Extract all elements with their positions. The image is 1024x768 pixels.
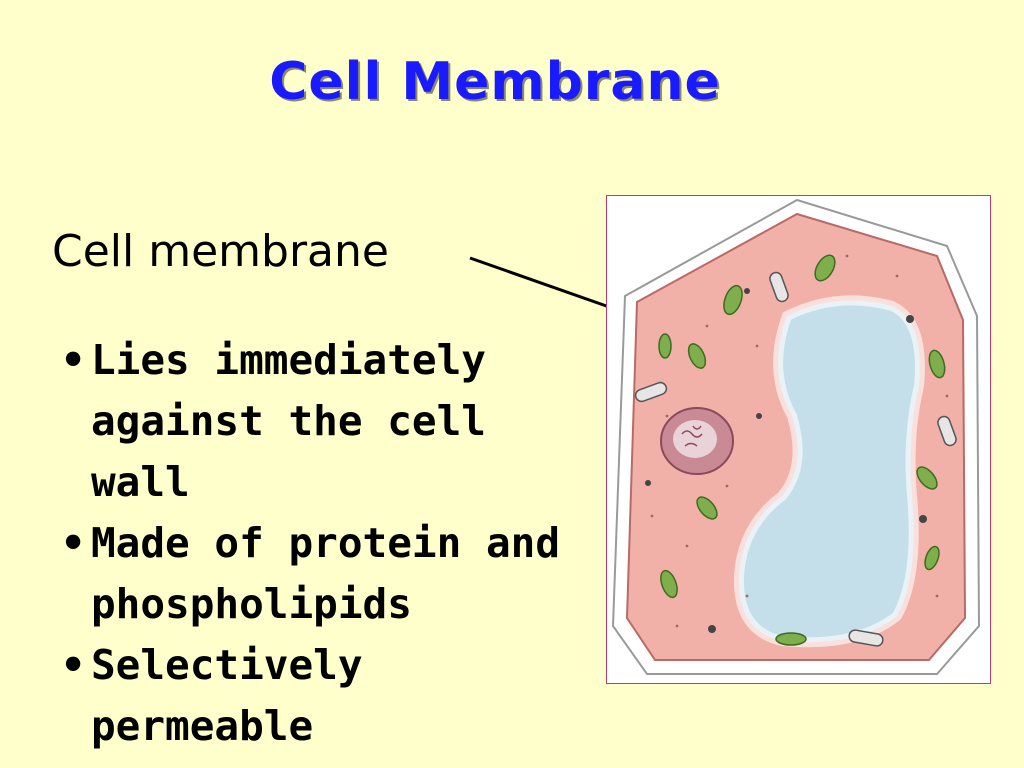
slide-title: Cell Membrane: [269, 52, 721, 112]
chloroplast: [660, 569, 678, 599]
bullet-list: • Lies immediately against the cell wall…: [60, 330, 600, 757]
chloroplast: [916, 466, 938, 490]
bullet-text: Made of protein and phospholipids: [91, 519, 560, 628]
bullet-text: Selectively permeable: [91, 641, 363, 750]
chloroplast: [723, 284, 743, 316]
plant-cell-figure: [606, 195, 991, 684]
bullet-symbol: •: [60, 336, 87, 384]
organelle-dot: [919, 515, 927, 523]
organelle-dot: [756, 413, 762, 419]
organelle-dot: [906, 315, 914, 323]
chloroplast: [814, 254, 836, 282]
chloroplast: [658, 333, 672, 359]
organelle-dot: [708, 625, 716, 633]
chloroplast: [928, 349, 946, 379]
bullet-item: • Selectively permeable: [60, 635, 600, 757]
mitochondrion: [769, 271, 789, 303]
plant-cell-diagram: [611, 198, 981, 675]
chloroplast: [775, 632, 807, 646]
mitochondrion: [937, 415, 957, 447]
bullet-symbol: •: [60, 519, 87, 567]
cell-membrane-label: Cell membrane: [52, 226, 389, 277]
bullet-item: • Made of protein and phospholipids: [60, 513, 600, 635]
bullet-item: • Lies immediately against the cell wall: [60, 330, 600, 513]
chloroplast: [696, 496, 718, 520]
chloroplast: [687, 343, 707, 369]
bullet-text: Lies immediately against the cell wall: [91, 336, 486, 506]
bullet-symbol: •: [60, 641, 87, 689]
mitochondrion: [848, 629, 884, 647]
organelle-dot: [645, 480, 651, 486]
nucleus: [660, 407, 734, 475]
chloroplast: [924, 545, 940, 571]
organelle-dot: [744, 288, 750, 294]
mitochondrion: [634, 381, 668, 403]
